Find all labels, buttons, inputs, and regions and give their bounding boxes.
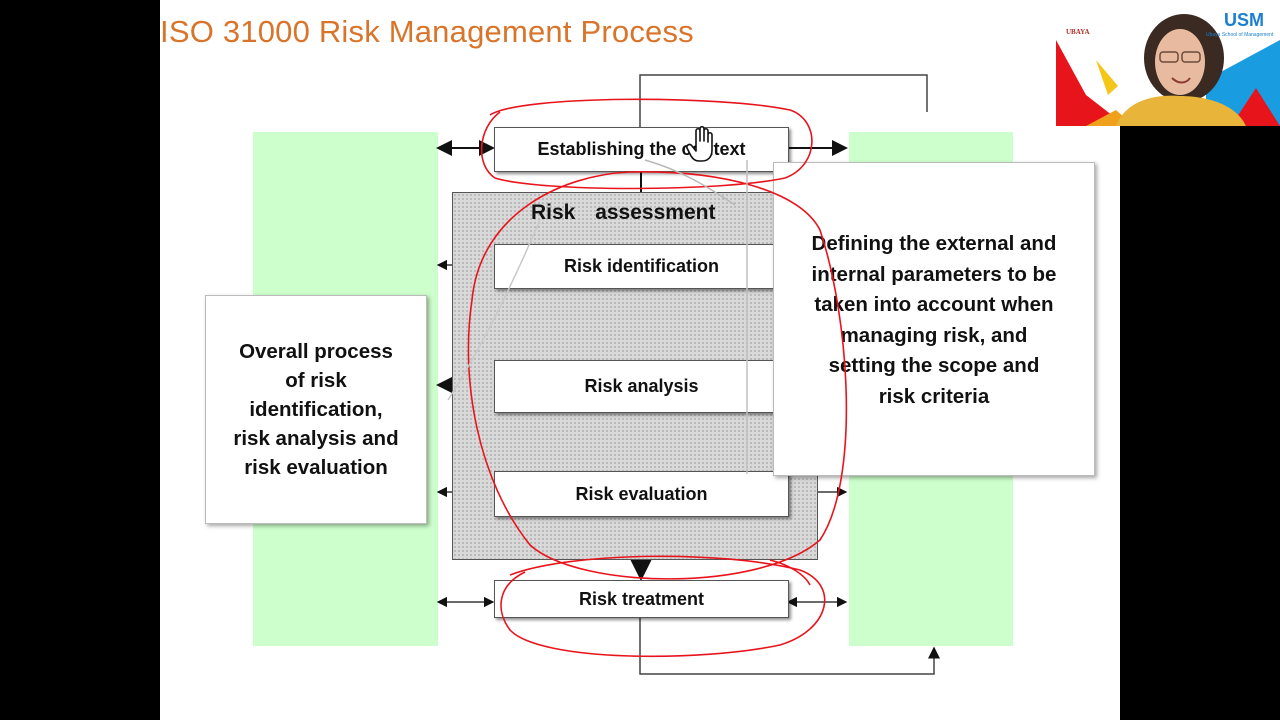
usm-logo-subtitle: Ubaya School of Management (1206, 32, 1274, 38)
establishing-context-box: Establishing the context (494, 127, 789, 172)
ubaya-logo: UBAYA (1066, 28, 1090, 36)
right-callout-line: setting the scope and (828, 354, 1040, 377)
context-definition-callout: Defining the external and internal param… (773, 162, 1095, 476)
right-callout-line: taken into account when (814, 293, 1054, 316)
usm-logo: USM (1224, 10, 1264, 30)
presentation-slide: ISO 31000 Risk Management Process (160, 0, 1120, 720)
left-callout-line: risk evaluation (244, 456, 388, 479)
slide-title: ISO 31000 Risk Management Process (160, 14, 694, 49)
right-callout-line: internal parameters to be (811, 262, 1057, 286)
left-callout-line: identification, (249, 398, 383, 421)
webcam-background (1056, 0, 1280, 126)
webcam-feed: UBAYA USM Ubaya School of Management (1056, 0, 1280, 126)
risk-analysis-box: Risk analysis (494, 360, 789, 413)
left-callout-line: Overall process (239, 340, 393, 363)
risk-evaluation-box: Risk evaluation (494, 471, 789, 517)
risk-treatment-box: Risk treatment (494, 580, 789, 618)
right-callout-line: risk criteria (878, 384, 990, 408)
hand-cursor-icon (686, 126, 713, 162)
risk-assessment-label: Risk assessment (531, 201, 716, 224)
right-callout-line: Defining the external and (811, 232, 1057, 255)
left-callout-line: of risk (285, 369, 347, 392)
left-callout-line: risk analysis and (233, 427, 399, 450)
risk-assessment-definition-callout: Overall process of risk identification, … (205, 295, 427, 524)
right-callout-line: managing risk, and (840, 323, 1028, 347)
risk-identification-box: Risk identification (494, 244, 789, 289)
